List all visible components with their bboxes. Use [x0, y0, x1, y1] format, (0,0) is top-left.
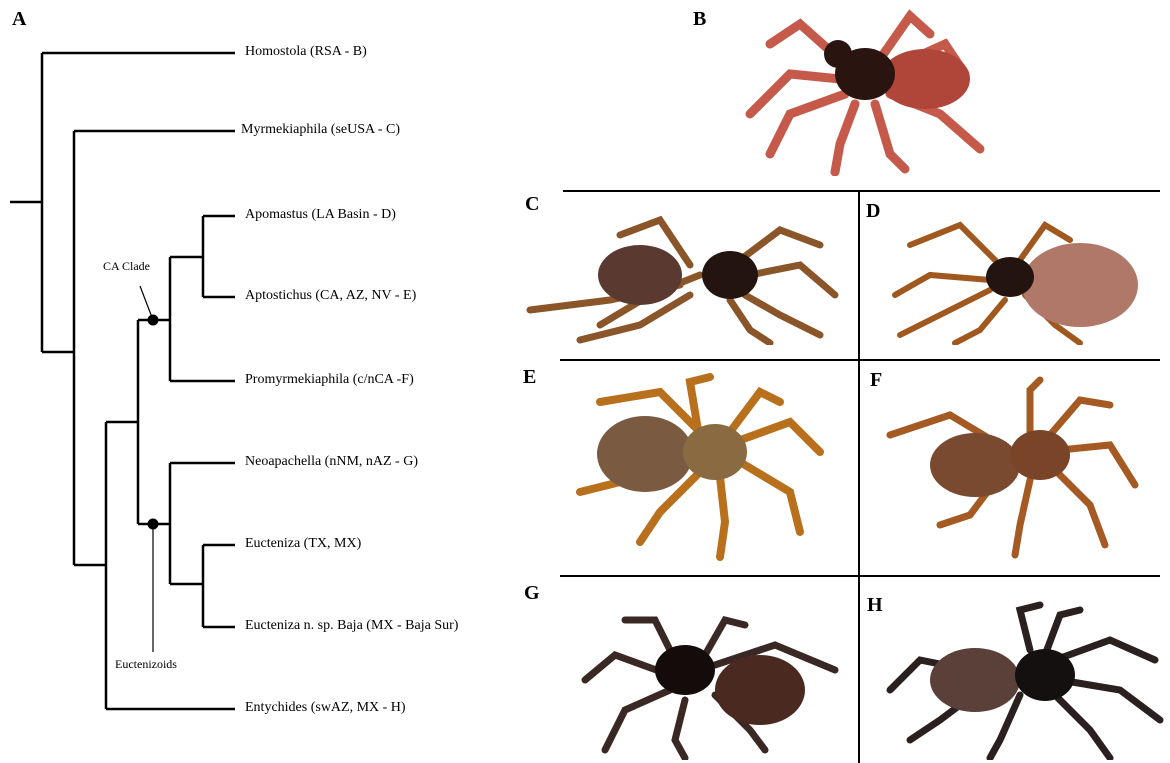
taxon-promyrmekiaphila: Promyrmekiaphila (c/nCA -F) [245, 372, 414, 388]
taxon-eucteniza: Eucteniza (TX, MX) [245, 536, 361, 552]
ca-clade-label: CA Clade [103, 259, 150, 274]
spider-photo-e [560, 372, 840, 562]
panel-label-b: B [693, 8, 706, 31]
grid-line-middle-1 [560, 359, 1160, 361]
ca-clade-pointer [140, 286, 153, 320]
spider-photo-d [880, 205, 1160, 345]
taxon-eucteniza-baja: Eucteniza n. sp. Baja (MX - Baja Sur) [245, 618, 458, 634]
spider-photo-b [730, 4, 1000, 176]
spider-photo-f [880, 375, 1160, 565]
spider-photo-h [880, 600, 1165, 760]
grid-line-vertical [858, 190, 860, 763]
panel-label-g: G [524, 582, 540, 605]
taxon-homostola: Homostola (RSA - B) [245, 44, 367, 60]
taxon-aptostichus: Aptostichus (CA, AZ, NV - E) [245, 288, 416, 304]
taxon-myrmekiaphila: Myrmekiaphila (seUSA - C) [241, 122, 400, 138]
spider-photo-g [575, 600, 850, 760]
tree-branches [10, 53, 235, 709]
taxon-apomastus: Apomastus (LA Basin - D) [245, 207, 396, 223]
taxon-neoapachella: Neoapachella (nNM, nAZ - G) [245, 454, 418, 470]
grid-line-middle-2 [560, 575, 1160, 577]
taxon-entychides: Entychides (swAZ, MX - H) [245, 700, 406, 716]
grid-line-top [563, 190, 1160, 192]
panel-label-e: E [523, 366, 536, 389]
euctenizoids-label: Euctenizoids [115, 657, 177, 672]
spider-photo-c [520, 205, 855, 345]
panel-label-d: D [866, 200, 880, 223]
